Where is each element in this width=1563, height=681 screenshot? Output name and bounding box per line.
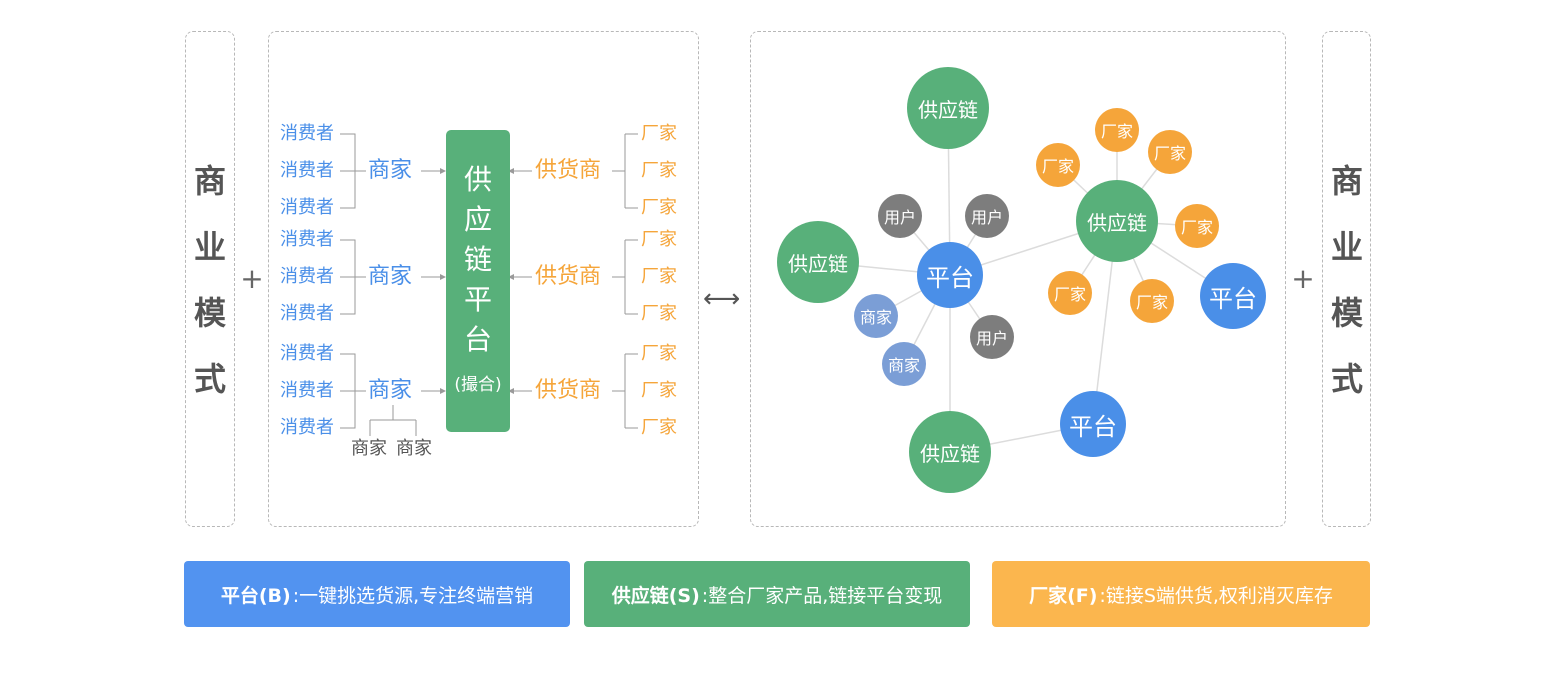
consumer-label: 消费者 <box>280 343 334 364</box>
supplier-label: 供货商 <box>535 264 602 289</box>
consumer-label: 消费者 <box>280 380 334 401</box>
sub-merchant-label: 商家 <box>351 438 387 459</box>
factory-label: 厂家 <box>641 160 677 181</box>
supply-chain-node: 供应链 <box>777 221 859 303</box>
factory-label: 厂家 <box>641 303 677 324</box>
factory-label: 厂家 <box>641 123 677 144</box>
supply-chain-platform-hub: 供 应 链 平 台 (撮合) <box>446 130 510 432</box>
title-char: 式 <box>1330 360 1363 398</box>
title-char: 商 <box>1330 162 1363 200</box>
factory-label: 厂家 <box>641 197 677 218</box>
merchant-label: 商家 <box>368 264 413 289</box>
platform-node: 平台 <box>1200 263 1266 329</box>
merchant-label: 商家 <box>368 158 413 183</box>
merchant-node: 商家 <box>882 342 926 386</box>
factory-label: 厂家 <box>641 417 677 438</box>
legend-desc: :链接S端供货,权利消灭库存 <box>1099 584 1333 607</box>
consumer-label: 消费者 <box>280 417 334 438</box>
consumer-label: 消费者 <box>280 303 334 324</box>
legend-label: 供应链(S) <box>611 584 700 607</box>
factory-label: 厂家 <box>641 229 677 250</box>
factory-label: 厂家 <box>641 380 677 401</box>
user-node: 用户 <box>878 194 922 238</box>
supply-chain-s-legend: 供应链(S) :整合厂家产品,链接平台变现 <box>584 561 970 627</box>
legend-label: 平台(B) <box>220 584 291 607</box>
factory-node: 厂家 <box>1175 204 1219 248</box>
consumer-label: 消费者 <box>280 266 334 287</box>
plus-sign-right: + <box>1291 262 1315 295</box>
title-char: 式 <box>193 360 226 398</box>
legend-label: 厂家(F) <box>1029 584 1098 607</box>
supply-chain-node: 供应链 <box>1076 180 1158 262</box>
user-node: 用户 <box>970 315 1014 359</box>
consumer-label: 消费者 <box>280 197 334 218</box>
plus-sign-left: + <box>240 262 264 295</box>
title-char: 商 <box>193 162 226 200</box>
right-title-frame <box>1322 31 1371 527</box>
user-node: 用户 <box>965 194 1009 238</box>
title-char: 模 <box>1330 294 1363 332</box>
left-vertical-title: 商 业 模 式 <box>185 148 235 412</box>
left-title-frame <box>185 31 235 527</box>
supplier-label: 供货商 <box>535 158 602 183</box>
factory-node: 厂家 <box>1095 108 1139 152</box>
platform-node: 平台 <box>917 242 983 308</box>
legend-desc: :整合厂家产品,链接平台变现 <box>701 584 943 607</box>
consumer-label: 消费者 <box>280 123 334 144</box>
hub-char: 应 <box>463 203 492 236</box>
factory-node: 厂家 <box>1130 279 1174 323</box>
hub-subtitle: (撮合) <box>454 375 502 395</box>
title-char: 业 <box>1330 228 1363 266</box>
hub-char: 台 <box>463 323 492 356</box>
supplier-label: 供货商 <box>535 378 602 403</box>
factory-node: 厂家 <box>1148 130 1192 174</box>
supply-chain-node: 供应链 <box>907 67 989 149</box>
hub-char: 供 <box>463 163 492 196</box>
factory-label: 厂家 <box>641 343 677 364</box>
double-arrow-icon: ⟷ <box>703 284 741 314</box>
supply-chain-node: 供应链 <box>909 411 991 493</box>
legend-desc: :一键挑选货源,专注终端营销 <box>292 584 534 607</box>
title-char: 模 <box>193 294 226 332</box>
consumer-label: 消费者 <box>280 160 334 181</box>
consumer-label: 消费者 <box>280 229 334 250</box>
sub-merchant-label: 商家 <box>396 438 432 459</box>
factory-node: 厂家 <box>1036 143 1080 187</box>
factory-node: 厂家 <box>1048 271 1092 315</box>
hub-char: 平 <box>463 283 492 316</box>
title-char: 业 <box>193 228 226 266</box>
platform-node: 平台 <box>1060 391 1126 457</box>
flow-diagram-frame <box>268 31 699 527</box>
network-diagram-frame <box>750 31 1286 527</box>
hub-char: 链 <box>463 243 492 276</box>
factory-f-legend: 厂家(F) :链接S端供货,权利消灭库存 <box>992 561 1370 627</box>
merchant-node: 商家 <box>854 294 898 338</box>
merchant-label: 商家 <box>368 378 413 403</box>
platform-b-legend: 平台(B) :一键挑选货源,专注终端营销 <box>184 561 570 627</box>
factory-label: 厂家 <box>641 266 677 287</box>
right-vertical-title: 商 业 模 式 <box>1322 148 1372 412</box>
